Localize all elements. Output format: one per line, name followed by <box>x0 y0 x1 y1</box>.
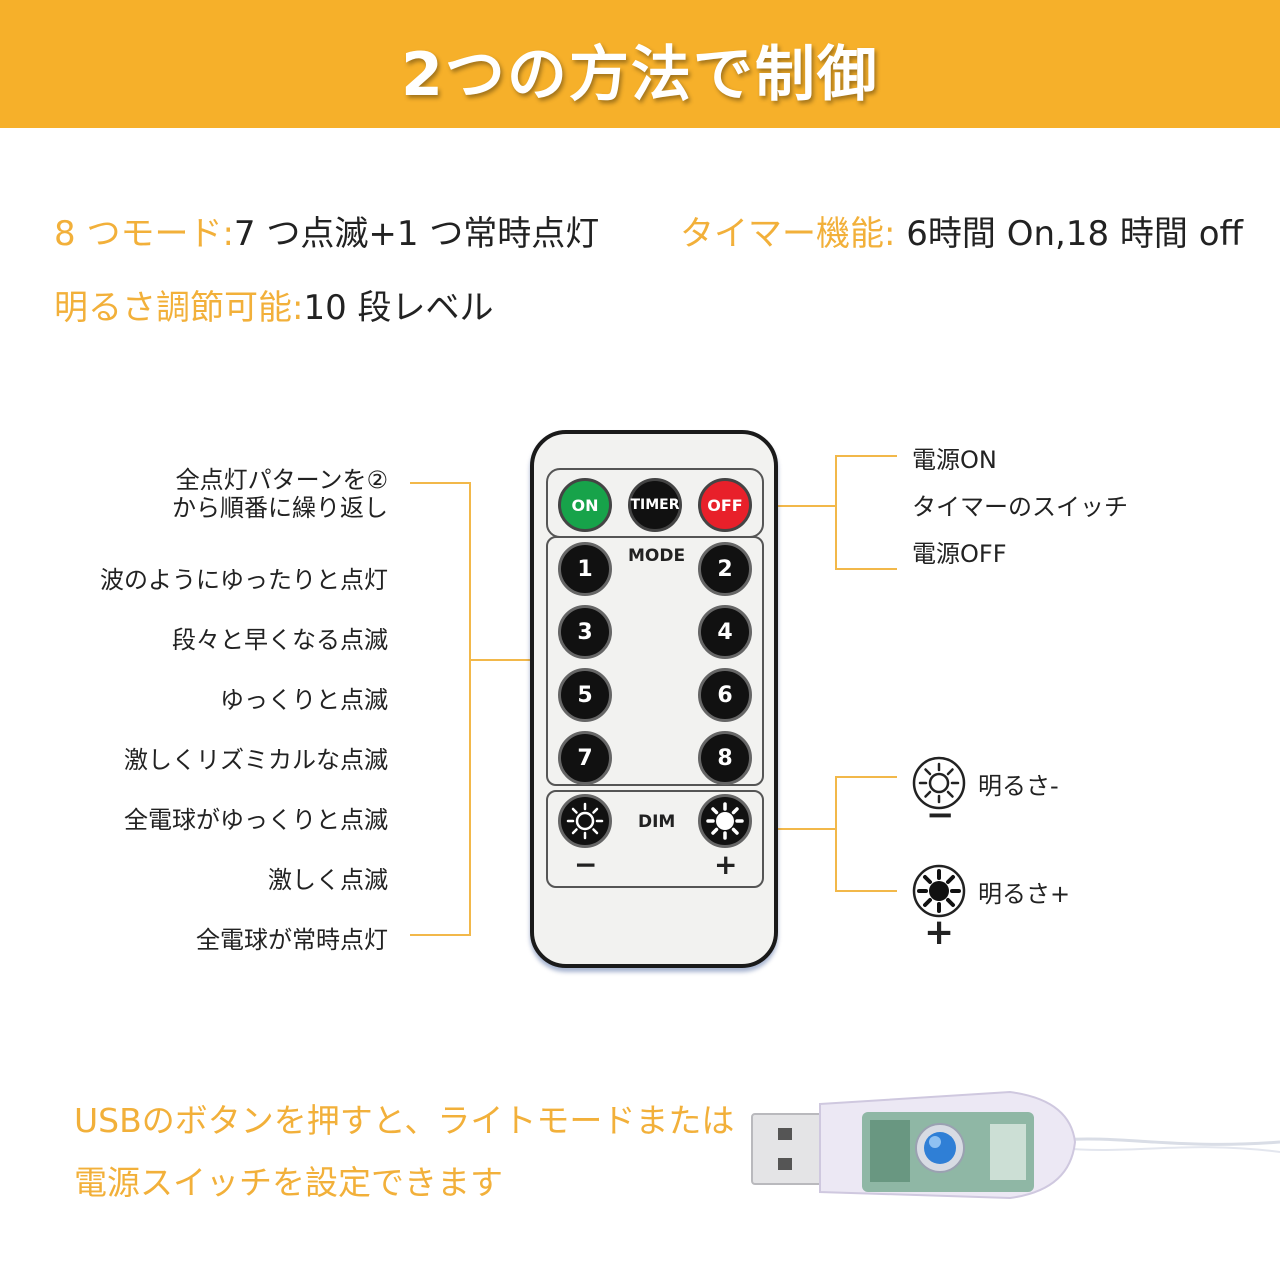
remote-control: ON TIMER OFF MODE 1 2 3 4 5 6 7 8 DIM <box>530 430 778 968</box>
bracket-top-tick <box>410 482 470 484</box>
sun-filled-icon <box>912 864 966 918</box>
dim-bracket-bottom <box>835 890 897 892</box>
mode-button-1-label: 1 <box>577 556 593 582</box>
mode-button-6-label: 6 <box>717 682 733 708</box>
mode6-label: 全電球がゆっくりと点滅 <box>124 806 388 834</box>
mode-button-5-label: 5 <box>577 682 593 708</box>
mode1-label: 全点灯パターンを② から順番に繰り返し <box>172 466 388 522</box>
mode-button-8-label: 8 <box>717 745 733 771</box>
dim-connector <box>760 828 836 830</box>
dim-caption: DIM <box>638 812 676 832</box>
plus-sign: + <box>924 912 955 953</box>
mode-button-4-label: 4 <box>717 619 733 645</box>
mode-button-3[interactable]: 3 <box>558 605 612 659</box>
dim-plus-caption: + <box>714 848 738 881</box>
feature-timer-key: タイマー機能: <box>680 214 896 254</box>
feature-modes-key: 8 つモード: <box>54 214 234 254</box>
mode-button-2[interactable]: 2 <box>698 542 752 596</box>
mode1-label-line1: 全点灯パターンを② <box>175 466 388 494</box>
bracket-bottom-tick <box>410 934 470 936</box>
mode7-label: 激しく点滅 <box>268 866 388 894</box>
dim-minus-button[interactable] <box>558 794 612 848</box>
mode-button-8[interactable]: 8 <box>698 731 752 785</box>
dim-plus-button[interactable] <box>698 794 752 848</box>
power-bracket-vertical <box>835 455 837 570</box>
timer-button-label: TIMER <box>630 497 680 513</box>
feature-timer: タイマー機能: 6時間 On,18 時間 off <box>680 206 1243 255</box>
brightness-down-label: 明るさ- <box>978 772 1059 800</box>
sun-outline-icon <box>566 802 604 840</box>
usb-controller-image <box>740 1080 1280 1210</box>
feature-modes: 8 つモード:7 つ点滅+1 つ常時点灯 <box>54 206 599 255</box>
mode4-label: ゆっくりと点滅 <box>220 686 388 714</box>
on-button-label: ON <box>571 495 599 515</box>
feature-modes-value: 7 つ点滅+1 つ常時点灯 <box>233 214 600 254</box>
feature-timer-value: 6時間 On,18 時間 off <box>906 214 1243 254</box>
mode-button-1[interactable]: 1 <box>558 542 612 596</box>
feature-dim: 明るさ調節可能:10 段レベル <box>54 280 494 329</box>
page-title: 2つの方法で制御 <box>401 40 879 110</box>
usb-description-line1: USBのボタンを押すと、ライトモードまたは <box>74 1101 735 1140</box>
timer-switch-label: タイマーのスイッチ <box>912 493 1128 521</box>
dim-bracket-top <box>835 776 897 778</box>
mode-button-3-label: 3 <box>577 619 593 645</box>
usb-description-line2: 電源スイッチを設定できます <box>74 1163 503 1202</box>
mode-button-6[interactable]: 6 <box>698 668 752 722</box>
sun-outline-icon <box>912 756 966 810</box>
feature-dim-key: 明るさ調節可能: <box>54 288 304 328</box>
mode3-label: 段々と早くなる点滅 <box>172 626 388 654</box>
mode5-label: 激しくリズミカルな点滅 <box>124 746 388 774</box>
mode-button-2-label: 2 <box>717 556 733 582</box>
off-button[interactable]: OFF <box>698 478 752 532</box>
mode1-label-line2: から順番に繰り返し <box>172 494 388 522</box>
mode-button-7[interactable]: 7 <box>558 731 612 785</box>
mode2-label: 波のようにゆったりと点灯 <box>100 566 388 594</box>
power-panel: ON TIMER OFF <box>546 468 764 538</box>
dim-minus-caption: − <box>574 848 598 881</box>
minus-sign: − <box>926 795 955 835</box>
mode-panel: MODE 1 2 3 4 5 6 7 8 <box>546 536 764 786</box>
bracket-connector <box>470 659 550 661</box>
dim-bracket-vertical <box>835 776 837 892</box>
power-bracket-top <box>835 455 897 457</box>
mode-button-4[interactable]: 4 <box>698 605 752 659</box>
timer-button[interactable]: TIMER <box>628 478 682 532</box>
power-bracket-bottom <box>835 568 897 570</box>
bracket-vertical <box>469 482 471 936</box>
off-button-label: OFF <box>707 495 743 515</box>
mode-button-5[interactable]: 5 <box>558 668 612 722</box>
header-banner: 2つの方法で制御 <box>0 0 1280 128</box>
power-connector <box>760 505 836 507</box>
mode-button-7-label: 7 <box>577 745 593 771</box>
power-on-label: 電源ON <box>912 446 997 474</box>
feature-dim-value: 10 段レベル <box>303 288 494 328</box>
sun-filled-icon <box>706 802 744 840</box>
power-off-label: 電源OFF <box>912 540 1007 568</box>
on-button[interactable]: ON <box>558 478 612 532</box>
dim-panel: DIM − <box>546 790 764 888</box>
brightness-up-label: 明るさ+ <box>978 880 1071 908</box>
mode8-label: 全電球が常時点灯 <box>196 926 388 954</box>
mode-caption: MODE <box>628 546 686 566</box>
